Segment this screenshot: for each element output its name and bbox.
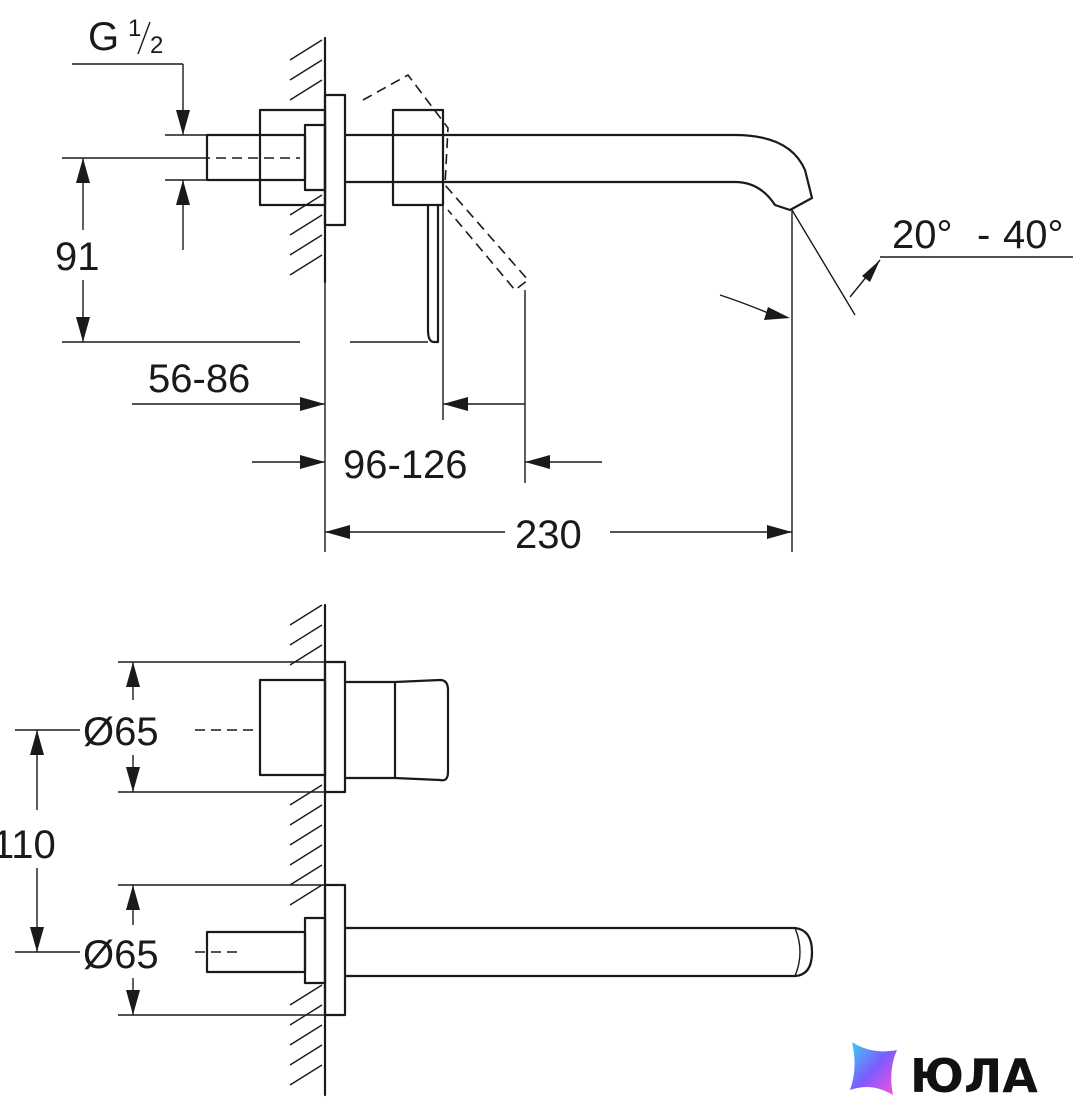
- side-view: G 1 2 91 56-86 96-126: [55, 15, 1073, 557]
- wall-plate-top: [323, 93, 347, 227]
- dim-diameter-lower: Ø65: [83, 933, 159, 977]
- handle-neck: [343, 680, 397, 780]
- spout: [343, 133, 814, 212]
- wall-hatch-top: [289, 36, 327, 284]
- body-flange: [303, 123, 327, 192]
- dim-height: 91: [55, 235, 100, 279]
- dim-angle-a: 20°: [892, 213, 953, 257]
- spout-top: [343, 926, 814, 978]
- spout-inlet: [205, 930, 307, 974]
- brand-logo: ЮЛА: [850, 1042, 1038, 1100]
- handle-block: [391, 108, 445, 207]
- spout-flange: [303, 916, 327, 985]
- spray-angle-line: [791, 209, 856, 316]
- wall-plate-lower: [323, 883, 347, 1017]
- wall-plate-upper: [323, 660, 347, 794]
- dim-angle-b: 40°: [1003, 213, 1064, 257]
- thread-denominator: 2: [150, 32, 163, 59]
- thread-label: G: [88, 15, 119, 59]
- dim-spout-length: 230: [515, 513, 582, 557]
- thread-numerator: 1: [128, 15, 141, 42]
- dim-spacing: 110: [0, 823, 56, 867]
- dim-angle-separator: -: [977, 213, 990, 257]
- lever: [426, 203, 440, 344]
- handle-knob: [393, 678, 450, 782]
- brand-logo-icon: [850, 1042, 897, 1095]
- dim-diameter-upper: Ø65: [83, 710, 159, 754]
- brand-name: ЮЛА: [910, 1049, 1038, 1100]
- wall-hatch-bottom: [289, 603, 327, 1097]
- dim-handle-range: 96-126: [343, 443, 468, 487]
- top-view: Ø65 Ø65 110: [0, 603, 814, 1097]
- lever-rotated: [362, 73, 530, 292]
- mixer-body: [258, 678, 327, 777]
- dim-wall-range: 56-86: [148, 357, 250, 401]
